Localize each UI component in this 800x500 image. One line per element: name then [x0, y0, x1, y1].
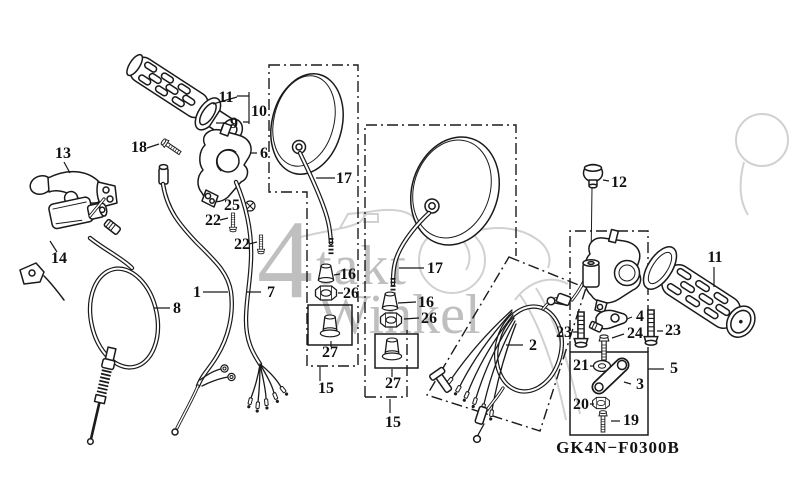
part-label-2: 2 — [529, 337, 537, 354]
part-label-13: 13 — [55, 145, 71, 162]
part-label-20: 20 — [573, 396, 589, 413]
part-label-3: 3 — [636, 376, 644, 393]
part-harness-2 — [429, 270, 590, 444]
watermark-numeral: 4 — [257, 198, 313, 322]
part-nut-26a — [314, 285, 338, 301]
drawing-code: GK4N−F0300B — [556, 438, 680, 457]
part-screw-24 — [598, 334, 610, 361]
boot-box-2 — [374, 333, 419, 369]
mirror-box-1 — [268, 64, 359, 367]
part-switch-housing — [582, 228, 642, 314]
mirror-box-2 — [364, 124, 517, 398]
switch-box-inner — [569, 351, 649, 436]
switch-box-outer — [569, 230, 649, 352]
part-label-10: 10 — [251, 103, 267, 120]
part-label-5: 5 — [670, 360, 678, 377]
part-label-22a: 22 — [205, 212, 221, 229]
part-bolt-19 — [598, 410, 608, 433]
part-label-26b: 26 — [421, 310, 437, 327]
leader-lines — [49, 92, 715, 422]
part-cone-16b — [381, 291, 399, 312]
part-bracket-4 — [588, 309, 628, 333]
part-label-14: 14 — [51, 250, 67, 267]
part-label-17b: 17 — [427, 260, 443, 277]
part-label-18: 18 — [131, 139, 147, 156]
part-nut-26b — [379, 312, 403, 328]
part-bolt-22a — [228, 212, 238, 233]
part-label-11a: 11 — [218, 89, 233, 106]
part-label-1: 1 — [193, 284, 201, 301]
part-switch-assembly — [573, 163, 659, 433]
part-cable-7 — [236, 182, 290, 414]
part-mirror-1 — [270, 73, 344, 338]
boot-box-1 — [307, 304, 353, 346]
part-label-8: 8 — [173, 300, 181, 317]
part-label-16b: 16 — [418, 294, 434, 311]
harness-box — [425, 256, 587, 432]
part-label-23a: 23 — [556, 324, 572, 341]
part-cable-8 — [81, 238, 166, 446]
part-label-4: 4 — [636, 308, 644, 325]
part-cone-16a — [317, 263, 335, 284]
part-label-6: 6 — [260, 145, 268, 162]
part-mirror-2 — [379, 136, 501, 361]
part-labels: 11 10 9 18 6 13 25 22 22 14 1 7 8 17 16 … — [51, 89, 723, 431]
part-label-23b: 23 — [665, 322, 681, 339]
part-bolt-18 — [159, 137, 183, 157]
part-label-15a: 15 — [318, 380, 334, 397]
part-label-15b: 15 — [385, 414, 401, 431]
part-nut-20 — [592, 396, 610, 410]
part-label-27a: 27 — [322, 344, 338, 361]
part-label-9: 9 — [230, 115, 238, 132]
part-label-19: 19 — [623, 412, 639, 429]
part-label-22b: 22 — [234, 236, 250, 253]
part-label-21: 21 — [573, 357, 589, 374]
part-label-7: 7 — [267, 284, 275, 301]
part-button-12 — [582, 163, 604, 263]
part-brake-lever-13 — [29, 170, 118, 208]
part-label-25: 25 — [224, 197, 240, 214]
part-label-11b: 11 — [707, 249, 722, 266]
part-lever-bracket-14 — [19, 190, 122, 301]
group-boxes — [268, 64, 649, 436]
part-right-grip-11 — [642, 246, 756, 338]
part-label-27b: 27 — [385, 375, 401, 392]
part-label-26a: 26 — [343, 285, 359, 302]
part-cable-1 — [158, 163, 236, 436]
part-arm-3 — [591, 357, 630, 395]
part-label-24: 24 — [627, 325, 643, 342]
part-label-16a: 16 — [340, 266, 356, 283]
part-label-12: 12 — [611, 174, 627, 191]
part-bolt-23b — [643, 309, 659, 346]
part-label-17a: 17 — [336, 170, 352, 187]
